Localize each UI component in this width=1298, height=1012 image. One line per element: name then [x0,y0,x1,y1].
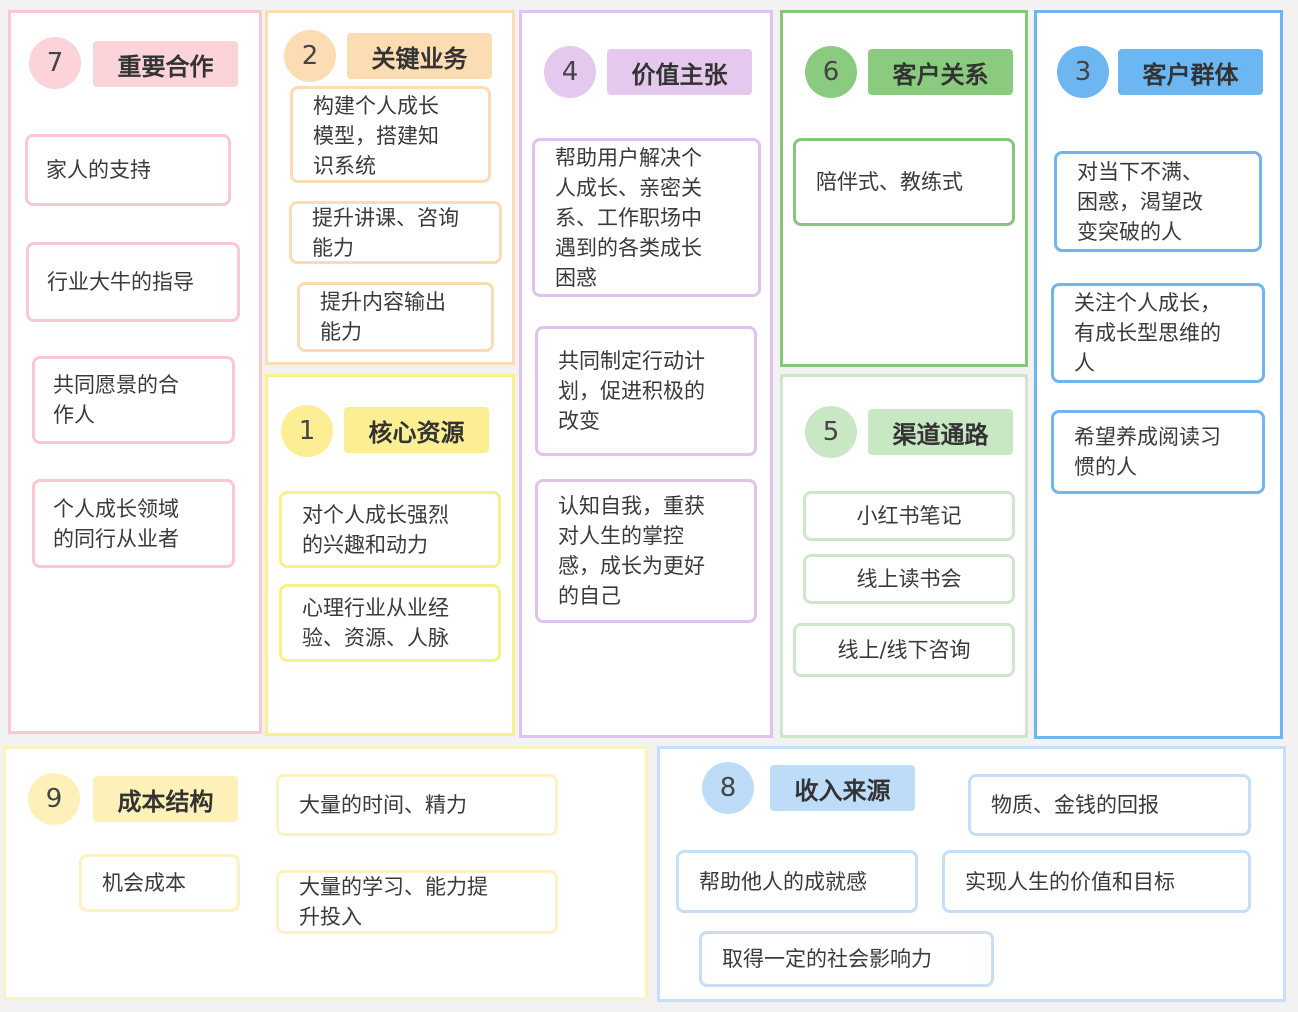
costs-item-2: 大量的时间、精力 [276,774,558,836]
partners-item-4: 个人成长领域 的同行从业者 [32,479,235,568]
activities-item-3: 提升内容输出 能力 [297,282,494,352]
costs-item-1: 机会成本 [79,854,240,912]
segments-item-2: 关注个人成长， 有成长型思维的 人 [1051,283,1265,383]
resources-item-2: 心理行业从业经 验、资源、人脉 [279,584,501,662]
partners-number-badge: 7 [29,37,81,89]
segments-item-3: 希望养成阅读习 惯的人 [1051,410,1265,494]
activities-number-badge: 2 [284,30,336,82]
costs-item-3: 大量的学习、能力提 升投入 [276,870,558,934]
segments-item-1: 对当下不满、 困惑，渴望改 变突破的人 [1054,151,1262,252]
activities-item-1: 构建个人成长 模型，搭建知 识系统 [290,86,491,183]
value-title: 价值主张 [607,49,752,95]
partners-item-3: 共同愿景的合 作人 [32,356,235,444]
relations-item-1: 陪伴式、教练式 [793,138,1015,226]
revenue-item-3: 实现人生的价值和目标 [942,850,1251,913]
channels-item-1: 小红书笔记 [803,491,1015,541]
activities-item-2: 提升讲课、咨询 能力 [289,201,502,264]
segments-title: 客户群体 [1118,49,1263,95]
value-item-2: 共同制定行动计 划，促进积极的 改变 [535,326,757,456]
value-number-badge: 4 [544,46,596,98]
revenue-item-2: 帮助他人的成就感 [676,850,918,913]
resources-title: 核心资源 [344,407,489,453]
relations-title: 客户关系 [868,49,1013,95]
revenue-item-4: 取得一定的社会影响力 [699,931,994,987]
channels-title: 渠道通路 [868,409,1013,455]
value-item-3: 认知自我，重获 对人生的掌控 感，成长为更好 的自己 [535,479,757,623]
revenue-item-1: 物质、金钱的回报 [968,774,1251,836]
partners-item-2: 行业大牛的指导 [26,242,240,322]
partners-item-1: 家人的支持 [25,134,231,206]
revenue-number-badge: 8 [702,762,754,814]
segments-number-badge: 3 [1057,46,1109,98]
channels-item-2: 线上读书会 [803,554,1015,604]
value-item-1: 帮助用户解决个 人成长、亲密关 系、工作职场中 遇到的各类成长 困惑 [532,138,761,297]
activities-title: 关键业务 [347,33,492,79]
relations-number-badge: 6 [805,46,857,98]
costs-title: 成本结构 [93,776,238,822]
resources-item-1: 对个人成长强烈 的兴趣和动力 [279,491,501,568]
resources-number-badge: 1 [281,405,333,457]
costs-number-badge: 9 [28,773,80,825]
channels-number-badge: 5 [805,406,857,458]
channels-item-3: 线上/线下咨询 [793,623,1015,677]
revenue-title: 收入来源 [770,765,915,811]
partners-title: 重要合作 [93,41,238,87]
